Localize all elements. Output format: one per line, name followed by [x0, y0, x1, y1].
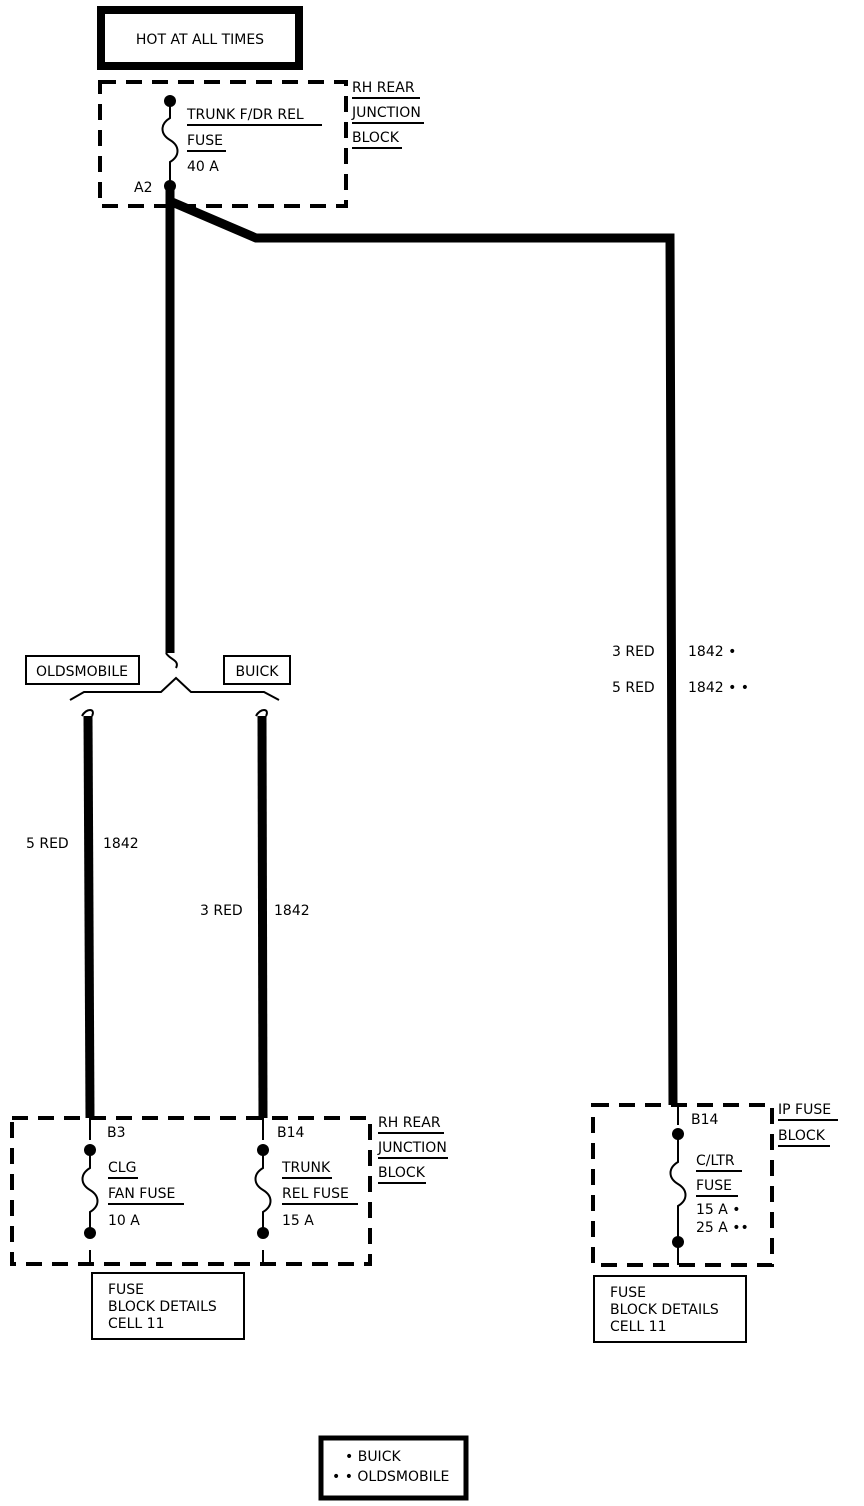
- bl-block-name-line-3: BLOCK: [378, 1165, 426, 1181]
- left-wire-gauge: 5 RED: [26, 836, 69, 852]
- ip-fuse-line-2: FUSE: [696, 1178, 732, 1194]
- ip-fuse-line-1: C/LTR: [696, 1153, 735, 1169]
- legend-line-2: • • OLDSMOBILE: [332, 1469, 449, 1485]
- power-source-label: HOT AT ALL TIMES: [97, 6, 303, 70]
- left-wire-circuit: 1842: [103, 836, 139, 852]
- bottom-left-details-box: FUSE BLOCK DETAILS CELL 11: [91, 1272, 245, 1340]
- ip-fuse-block: IP FUSE BLOCK B14 C/LTR FUSE 15 A • 25 A…: [591, 1102, 838, 1267]
- top-fuse-line-1: TRUNK F/DR REL: [186, 107, 304, 123]
- top-terminal-label: A2: [134, 180, 152, 196]
- fuse1-line-3: 10 A: [108, 1213, 140, 1229]
- top-block-name-line-1: RH REAR: [352, 80, 415, 96]
- left-wire-break: [81, 709, 94, 717]
- ip-fuse-terminal: B14: [691, 1112, 719, 1128]
- ip-block-name-line-2: BLOCK: [778, 1128, 826, 1144]
- fuse2-line-3: 15 A: [282, 1213, 314, 1229]
- right-wire-gauge-2: 5 RED: [612, 680, 655, 696]
- bl-details-line-1: FUSE: [108, 1282, 144, 1298]
- bottom-right-details-box: FUSE BLOCK DETAILS CELL 11: [593, 1275, 747, 1343]
- bl-block-name-line-2: JUNCTION: [377, 1140, 447, 1156]
- trunk-fuse-symbol: [161, 95, 179, 192]
- right-wire-circuit-1: 1842 •: [688, 644, 736, 660]
- branch-split: OLDSMOBILE BUICK: [25, 652, 291, 701]
- bl-details-line-2: BLOCK DETAILS: [108, 1299, 217, 1315]
- fuse2-terminal: B14: [277, 1125, 305, 1141]
- right-wire-gauge-1: 3 RED: [612, 644, 655, 660]
- fuse1-line-1: CLG: [108, 1160, 136, 1176]
- bottom-left-junction-block: RH REAR JUNCTION BLOCK B3 CLG FAN FUSE 1…: [10, 1115, 448, 1266]
- middle-wire-gauge: 3 RED: [200, 903, 243, 919]
- right-wire-circuit-2: 1842 • •: [688, 680, 749, 696]
- power-source-text: HOT AT ALL TIMES: [136, 32, 264, 48]
- top-fuse-line-2: FUSE: [187, 133, 223, 149]
- wire-left: [83, 715, 95, 1119]
- br-details-line-1: FUSE: [610, 1285, 646, 1301]
- top-block-name-line-3: BLOCK: [352, 130, 400, 146]
- legend-line-1: • BUICK: [345, 1449, 401, 1465]
- buick-label: BUICK: [236, 664, 280, 680]
- fuse2-line-1: TRUNK: [281, 1160, 331, 1176]
- fuse1-line-2: FAN FUSE: [108, 1186, 175, 1202]
- ip-block-name-line-1: IP FUSE: [778, 1102, 831, 1118]
- ip-fuse-line-3: 15 A •: [696, 1202, 741, 1218]
- clg-fan-fuse-symbol: [81, 1140, 99, 1250]
- middle-wire-break: [255, 709, 268, 717]
- top-junction-block: RH REAR JUNCTION BLOCK TRUNK F/DR REL FU…: [98, 80, 424, 208]
- top-fuse-line-3: 40 A: [187, 159, 219, 175]
- ip-fuse-line-4: 25 A ••: [696, 1220, 749, 1236]
- legend-box: • BUICK • • OLDSMOBILE: [318, 1435, 469, 1501]
- wire-a2-right: [170, 197, 678, 1106]
- wire-middle: [257, 715, 268, 1119]
- br-details-line-3: CELL 11: [610, 1319, 667, 1335]
- bl-details-line-3: CELL 11: [108, 1316, 165, 1332]
- bl-block-name-line-1: RH REAR: [378, 1115, 441, 1131]
- middle-wire-circuit: 1842: [274, 903, 310, 919]
- fuse1-terminal: B3: [107, 1125, 126, 1141]
- fuse2-line-2: REL FUSE: [282, 1186, 349, 1202]
- top-block-name-line-2: JUNCTION: [351, 105, 421, 121]
- trunk-rel-fuse-symbol: [254, 1140, 272, 1250]
- c-ltr-fuse-symbol: [669, 1125, 687, 1248]
- oldsmobile-label: OLDSMOBILE: [36, 664, 128, 680]
- br-details-line-2: BLOCK DETAILS: [610, 1302, 719, 1318]
